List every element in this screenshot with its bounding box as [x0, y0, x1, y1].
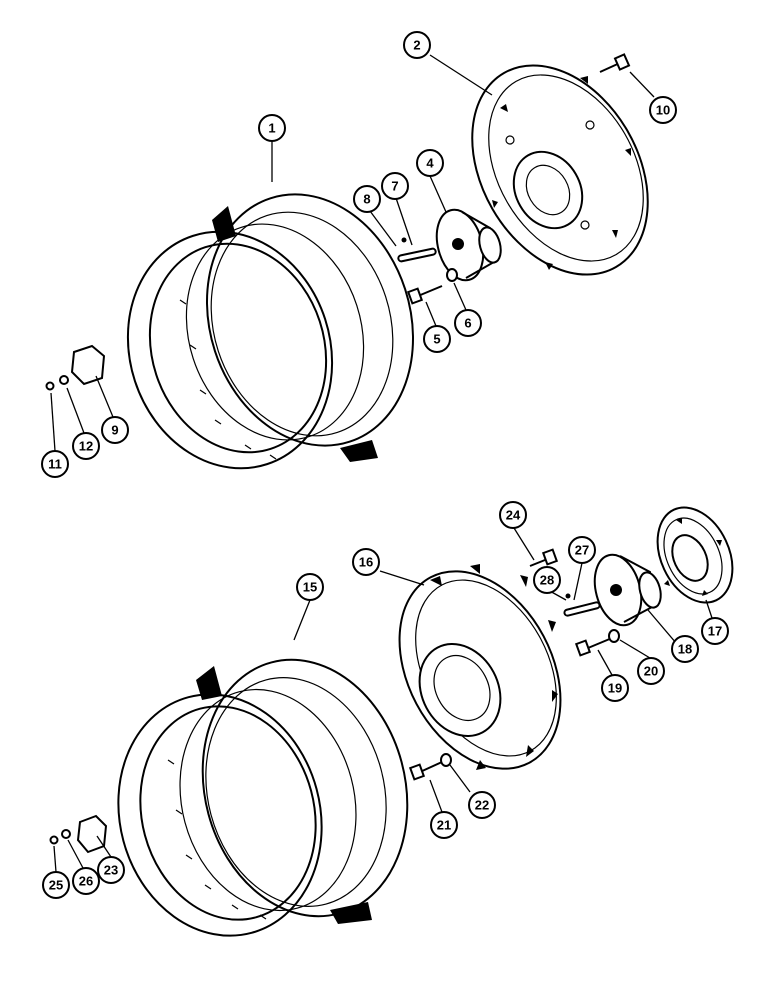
callout-label-21: 21	[437, 818, 451, 833]
callout-27: 27	[568, 536, 596, 564]
callout-12: 12	[72, 432, 100, 460]
key-lower	[563, 593, 601, 617]
callout-2: 2	[403, 31, 431, 59]
callout-label-1: 1	[268, 121, 275, 136]
key-upper	[397, 237, 437, 263]
callout-label-4: 4	[426, 156, 434, 171]
callout-9: 9	[101, 416, 129, 444]
hub-lower	[656, 506, 734, 604]
callout-label-20: 20	[644, 664, 658, 679]
callout-label-11: 11	[48, 457, 62, 472]
callout-23: 23	[97, 856, 125, 884]
callout-label-12: 12	[79, 439, 93, 454]
callout-28: 28	[533, 566, 561, 594]
callout-16: 16	[352, 548, 380, 576]
callout-label-7: 7	[391, 179, 398, 194]
callout-label-25: 25	[49, 878, 63, 893]
rim-lower	[117, 658, 409, 937]
callout-18: 18	[671, 635, 699, 663]
wheel-disc-upper	[471, 64, 649, 276]
callout-label-8: 8	[363, 192, 370, 207]
callout-22: 22	[468, 791, 496, 819]
callout-label-18: 18	[678, 642, 692, 657]
callout-8: 8	[353, 185, 381, 213]
callout-label-2: 2	[413, 38, 420, 53]
bolt-24	[529, 548, 559, 567]
callout-label-15: 15	[303, 580, 317, 595]
callout-19: 19	[601, 674, 629, 702]
callout-6: 6	[454, 309, 482, 337]
callout-label-5: 5	[433, 332, 440, 347]
center-disc-lower	[398, 564, 562, 770]
callout-26: 26	[72, 867, 100, 895]
bolt-19	[574, 629, 620, 657]
rim-upper	[126, 193, 415, 470]
clamp-lower	[49, 814, 108, 854]
callout-17: 17	[701, 617, 729, 645]
bolt-5	[406, 268, 458, 305]
leader-lines	[50, 54, 713, 873]
callout-label-19: 19	[608, 681, 622, 696]
callout-10: 10	[649, 96, 677, 124]
callout-label-28: 28	[540, 573, 554, 588]
callout-label-27: 27	[575, 543, 589, 558]
callout-25: 25	[42, 871, 70, 899]
callout-15: 15	[296, 573, 324, 601]
callout-21: 21	[430, 811, 458, 839]
bolt-10	[599, 53, 631, 73]
callout-label-9: 9	[111, 423, 118, 438]
callout-label-6: 6	[464, 316, 471, 331]
callout-label-24: 24	[506, 508, 521, 523]
callout-label-17: 17	[708, 624, 722, 639]
clamp-upper	[45, 344, 106, 391]
callout-7: 7	[381, 172, 409, 200]
callout-label-22: 22	[475, 798, 489, 813]
callout-4: 4	[416, 149, 444, 177]
callout-label-23: 23	[104, 863, 118, 878]
hub-flange-lower	[593, 553, 662, 627]
callout-20: 20	[637, 657, 665, 685]
callout-label-10: 10	[656, 103, 670, 118]
callout-1: 1	[258, 114, 286, 142]
bolt-21	[408, 753, 452, 781]
callout-label-26: 26	[79, 874, 93, 889]
callout-11: 11	[41, 450, 69, 478]
callout-5: 5	[423, 325, 451, 353]
hub-flange-upper	[435, 208, 502, 282]
callout-24: 24	[499, 501, 527, 529]
callout-label-16: 16	[359, 555, 373, 570]
